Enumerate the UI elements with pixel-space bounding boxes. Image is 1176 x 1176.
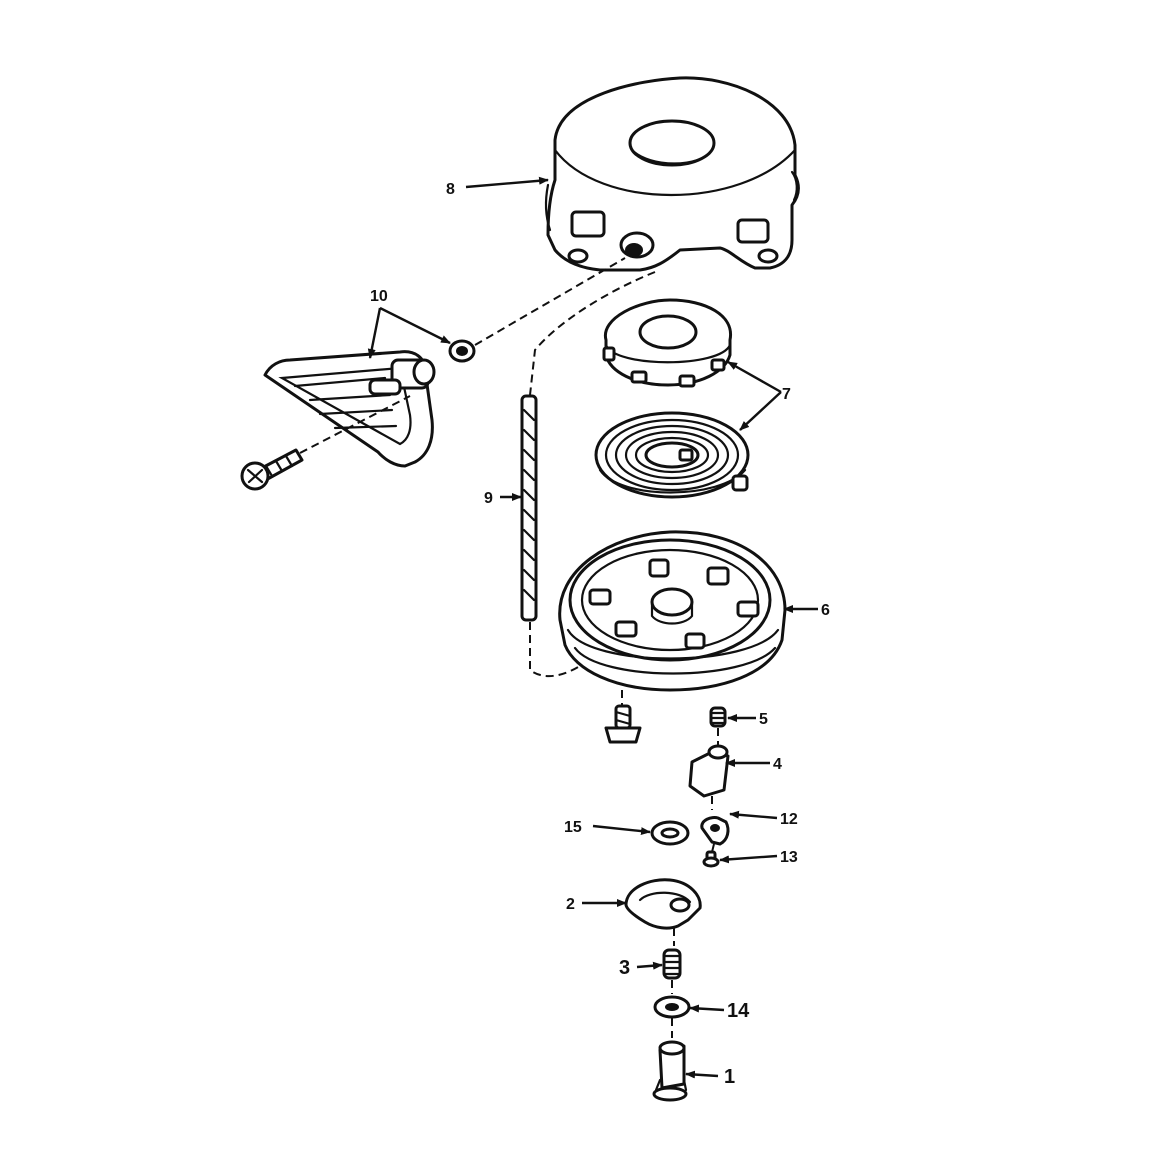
pulley-screw bbox=[604, 704, 642, 744]
spring-cover bbox=[602, 298, 732, 388]
leader-8 bbox=[465, 176, 549, 189]
rope-pulley bbox=[558, 530, 787, 692]
leader-13 bbox=[719, 854, 778, 864]
callout-2: 2 bbox=[566, 896, 575, 913]
retainer-screw bbox=[702, 850, 720, 868]
callout-labels: 8 10 7 9 6 5 4 12 13 15 2 3 14 1 bbox=[370, 181, 830, 1088]
leader-7-spring bbox=[739, 391, 782, 431]
callout-9: 9 bbox=[484, 490, 493, 507]
leader-10-handle bbox=[367, 307, 382, 359]
pawl-retainer bbox=[700, 816, 730, 853]
housing-mount-hole-right bbox=[757, 248, 779, 264]
leader-12 bbox=[729, 810, 778, 820]
callout-5: 5 bbox=[759, 711, 768, 728]
callout-6: 6 bbox=[821, 602, 830, 619]
cam-plate bbox=[624, 878, 702, 946]
rewind-spring bbox=[594, 411, 750, 499]
leader-lines bbox=[367, 176, 818, 1079]
housing-mount-hole-left bbox=[567, 248, 589, 264]
leader-14 bbox=[689, 1004, 725, 1013]
callout-7: 7 bbox=[782, 386, 791, 403]
pawl-spring bbox=[709, 706, 727, 745]
brake-spring bbox=[662, 948, 682, 994]
leader-3 bbox=[636, 961, 663, 970]
callout-13: 13 bbox=[780, 849, 798, 866]
starter-handle bbox=[263, 350, 436, 468]
starter-rope bbox=[520, 394, 538, 622]
callout-15: 15 bbox=[564, 819, 582, 836]
callout-3: 3 bbox=[619, 957, 630, 979]
leader-15 bbox=[592, 824, 651, 836]
center-shaft bbox=[652, 1040, 688, 1102]
starter-housing bbox=[544, 76, 800, 272]
callout-4: 4 bbox=[773, 756, 782, 773]
leader-7-cover bbox=[727, 360, 782, 394]
thrust-washer bbox=[650, 820, 690, 846]
rope-path-to-pulley bbox=[529, 622, 601, 678]
leader-1 bbox=[685, 1070, 719, 1079]
handle-rope-path bbox=[299, 395, 411, 454]
housing-window-left bbox=[570, 210, 606, 238]
handle-washer bbox=[448, 339, 476, 363]
leader-10-washer bbox=[379, 306, 451, 345]
rope-path-to-housing bbox=[529, 271, 656, 396]
callout-1: 1 bbox=[724, 1066, 735, 1088]
pawl bbox=[688, 744, 730, 810]
housing-window-right bbox=[736, 218, 770, 244]
rope-path-upper bbox=[474, 257, 626, 346]
callout-8: 8 bbox=[446, 181, 455, 198]
callout-10: 10 bbox=[370, 288, 388, 305]
handle-screw bbox=[240, 448, 304, 491]
callout-12: 12 bbox=[780, 811, 798, 828]
callout-14: 14 bbox=[727, 1000, 750, 1022]
housing-center-boss bbox=[628, 119, 716, 167]
brake-washer bbox=[653, 995, 691, 1038]
